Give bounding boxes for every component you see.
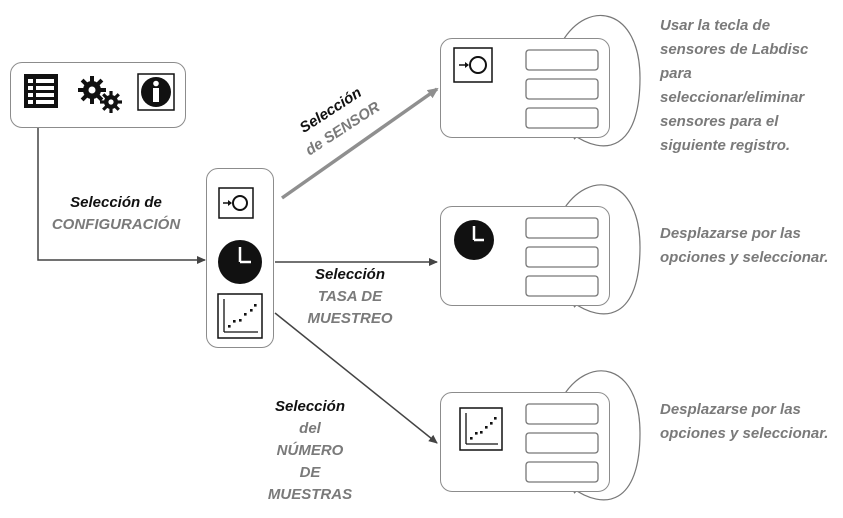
option-slots xyxy=(525,217,599,297)
rate-label-line3: MUESTREO xyxy=(307,310,393,327)
rate-label: Selección TASA DE MUESTREO xyxy=(300,264,400,330)
config-label-line2: CONFIGURACIÓN xyxy=(51,216,181,233)
option-slot xyxy=(525,275,599,297)
samples-options-box xyxy=(440,392,610,492)
option-slot xyxy=(525,403,599,425)
gears-icon xyxy=(77,75,125,120)
scatter-graph-icon xyxy=(217,293,263,344)
rate-description: Desplazarse por las opciones y seleccion… xyxy=(660,225,829,266)
config-box xyxy=(10,62,186,128)
config-connector xyxy=(37,128,206,264)
samples-label-line4: DE xyxy=(299,464,321,481)
samples-label: Selección del NÚMERO DE MUESTRAS xyxy=(255,396,365,506)
option-slot xyxy=(525,246,599,268)
sensor-icon xyxy=(218,187,254,224)
list-menu-icon xyxy=(23,73,59,114)
sensor-connector xyxy=(280,87,439,200)
option-slot xyxy=(525,49,599,71)
option-slot xyxy=(525,78,599,100)
loop-arrow-samples xyxy=(561,370,641,501)
option-slots xyxy=(525,49,599,129)
option-slot xyxy=(525,107,599,129)
option-slot xyxy=(525,432,599,454)
clock-icon xyxy=(217,239,263,290)
option-slot xyxy=(525,217,599,239)
option-slots xyxy=(525,403,599,483)
rate-options-box xyxy=(440,206,610,306)
sensor-options-box xyxy=(440,38,610,138)
loop-arrow-rate xyxy=(561,184,641,315)
info-icon xyxy=(137,73,175,116)
config-label-line1: Selección de xyxy=(70,194,162,211)
rate-label-line2: TASA DE xyxy=(317,288,383,305)
samples-label-line1: Selección xyxy=(274,398,346,415)
rate-label-line1: Selección xyxy=(314,266,386,283)
config-label: Selección de CONFIGURACIÓN xyxy=(36,192,196,236)
samples-label-line2: del xyxy=(299,420,321,437)
loop-arrow-sensor xyxy=(561,15,641,147)
samples-label-line5: MUESTRAS xyxy=(267,486,353,503)
samples-connector xyxy=(274,312,438,444)
option-slot xyxy=(525,461,599,483)
sensor-icon xyxy=(453,47,493,88)
submenu-box xyxy=(206,168,274,348)
scatter-graph-icon xyxy=(459,407,503,456)
samples-label-line3: NÚMERO xyxy=(276,442,344,459)
samples-description: Desplazarse por las opciones y seleccion… xyxy=(660,401,829,442)
clock-icon xyxy=(453,219,495,266)
sensor-description: Usar la tecla de sensores de Labdisc par… xyxy=(660,17,809,154)
